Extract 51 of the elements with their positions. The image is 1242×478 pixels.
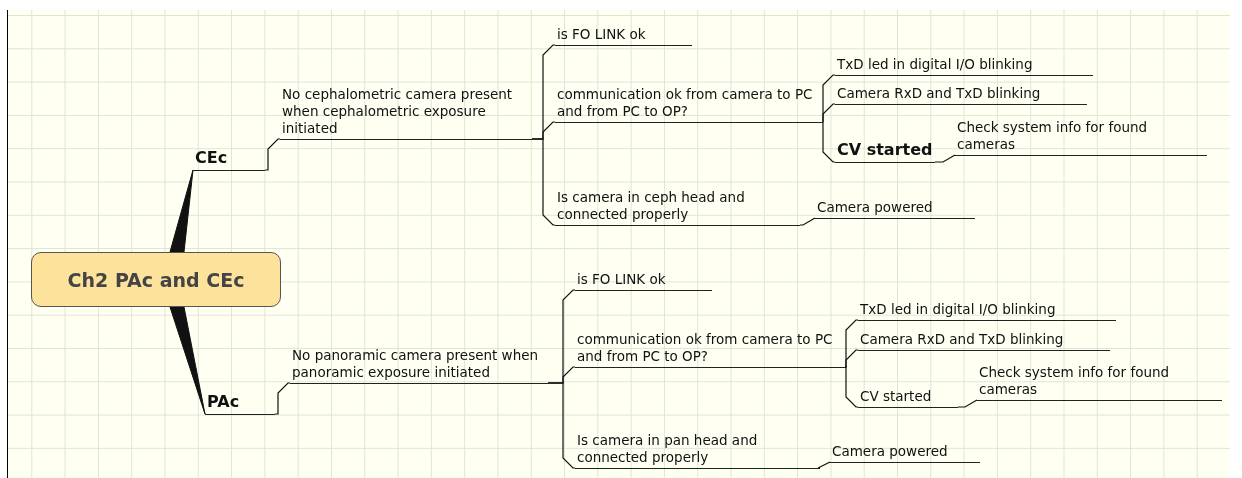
topic-text: TxD led in digital I/O blinking bbox=[860, 301, 1057, 318]
branch-line bbox=[844, 349, 859, 368]
topic-text: No cephalometric camera present when cephalometric exposure initiated bbox=[282, 86, 514, 137]
topic-text: Check system info for found cameras bbox=[979, 364, 1171, 398]
topic-text: is FO LINK ok bbox=[577, 271, 667, 288]
topic-text: Camera powered bbox=[832, 443, 949, 460]
branch-line bbox=[957, 399, 978, 408]
topic-underline bbox=[830, 443, 980, 463]
central-topic-box bbox=[31, 252, 281, 307]
branch-line bbox=[799, 217, 816, 226]
topic-text: CEc bbox=[195, 148, 229, 168]
branch-line bbox=[934, 154, 956, 163]
branch-line bbox=[817, 461, 831, 469]
topic-text: TxD led in digital I/O blinking bbox=[837, 56, 1034, 73]
topic-underline bbox=[835, 56, 1093, 76]
topic-text: Camera powered bbox=[817, 199, 934, 216]
topic-underline bbox=[977, 364, 1222, 401]
topic-underline bbox=[858, 301, 1116, 321]
topic-underline bbox=[193, 148, 265, 171]
topic-underline bbox=[835, 85, 1087, 105]
topic-underline bbox=[858, 388, 958, 408]
topic-text: is FO LINK ok bbox=[557, 26, 647, 43]
branch-line bbox=[274, 382, 291, 415]
central-topic-text: Ch2 PAc and CEc bbox=[67, 268, 245, 291]
topic-text: Camera RxD and TxD blinking bbox=[837, 85, 1042, 102]
branch-line bbox=[547, 382, 576, 469]
branch-line bbox=[822, 103, 836, 123]
topic-underline bbox=[955, 119, 1207, 156]
topic-underline bbox=[575, 271, 712, 291]
topic-underline bbox=[815, 199, 975, 219]
topic-underline bbox=[555, 189, 800, 226]
topic-text: Is camera in pan head and connected properly bbox=[577, 432, 759, 466]
topic-text: Check system info for found cameras bbox=[957, 119, 1149, 153]
topic-text: Is camera in ceph head and connected properly bbox=[557, 189, 746, 223]
branch-line bbox=[844, 366, 859, 408]
branch-line bbox=[531, 138, 556, 226]
branch-line bbox=[822, 121, 836, 163]
topic-underline bbox=[205, 392, 275, 415]
topic-underline bbox=[555, 26, 692, 46]
topic-text: communication ok from camera to PC and from PC to OP? bbox=[577, 331, 834, 365]
topic-underline bbox=[575, 432, 820, 469]
topic-text: CV started bbox=[860, 388, 933, 405]
topic-underline bbox=[858, 331, 1110, 351]
topic-text: Camera RxD and TxD blinking bbox=[860, 331, 1065, 348]
topic-text: CV started bbox=[837, 140, 934, 160]
branch-line bbox=[264, 138, 281, 171]
branch-wedge bbox=[169, 306, 206, 415]
topic-text: No panoramic camera present when panoramic exposure initiated bbox=[292, 347, 540, 381]
topic-text: PAc bbox=[207, 392, 241, 412]
topic-text: communication ok from camera to PC and from PC to OP? bbox=[557, 86, 814, 120]
branch-wedge bbox=[169, 169, 194, 253]
